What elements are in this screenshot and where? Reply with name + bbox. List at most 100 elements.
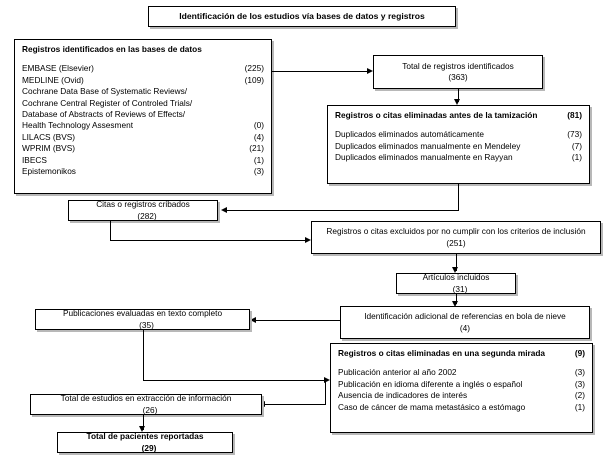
second-look-title-row: Registros o citas eliminadas en una segu… — [338, 348, 585, 359]
connector-secondlook-to-extraction — [265, 404, 325, 405]
arrowhead-articles-to-snowball — [452, 301, 458, 307]
connector-screened-to-excluded — [110, 240, 306, 241]
full-text-assessed-count: (35) — [139, 319, 154, 330]
snowball-label: Identificación adicional de referencias … — [364, 311, 566, 322]
studies-extraction-box: Total de estudios en extracción de infor… — [30, 393, 262, 415]
databases-box-spacer — [22, 55, 264, 63]
database-entry-label: Cochrane Data Base of Systematic Reviews… — [22, 86, 188, 97]
removed-box-title-row: Registros o citas eliminadas antes de la… — [335, 110, 582, 121]
connector-total-to-removed — [458, 89, 459, 102]
connector-snowball-to-fulltext — [256, 320, 340, 321]
removed-before-screening-box: Registros o citas eliminadas antes de la… — [327, 105, 590, 184]
connector-screened-down — [110, 221, 111, 241]
excluded-criteria-count: (251) — [446, 237, 466, 248]
articles-included-label: Artículos incluidos — [422, 272, 490, 283]
total-identified-box: Total de registros identificados (363) — [373, 55, 543, 89]
database-entry-label: LILACS (BVS) — [22, 131, 76, 142]
removed-entry-count: (7) — [571, 140, 582, 151]
excluded-criteria-box: Registros o citas excluidos por no cumpl… — [311, 221, 601, 254]
screened-label: Citas o registros cribados — [96, 199, 190, 210]
arrowhead-secondlook-to-extraction — [259, 401, 265, 407]
removed-entry: Duplicados eliminados manualmente en Ray… — [335, 152, 582, 163]
second-look-entry-count: (2) — [574, 390, 585, 401]
database-entry-count: (3) — [253, 166, 264, 177]
database-entry-count: (109) — [244, 74, 264, 85]
arrowhead-screened-to-excluded — [305, 237, 311, 243]
removed-before-screening-title-count: (81) — [567, 110, 582, 120]
screened-count: (282) — [137, 210, 157, 221]
full-text-assessed-label: Publicaciones evaluadas en texto complet… — [62, 308, 223, 319]
database-entry-count: (21) — [249, 143, 264, 154]
second-look-entry-label: Publicación anterior al año 2002 — [338, 367, 457, 378]
database-entry: WPRIM (BVS) (21) — [22, 143, 264, 154]
removed-entry-count: (1) — [571, 152, 582, 163]
connector-removed-to-screened — [227, 210, 458, 211]
total-patients-label: Total de pacientes reportadas — [86, 431, 204, 442]
second-look-entry-count: (3) — [574, 378, 585, 389]
excluded-criteria-label: Registros o citas excluidos por no cumpl… — [326, 226, 586, 237]
database-entry: EMBASE (Elsevier) (225) — [22, 63, 264, 74]
database-entry-label: Health Technology Assesment — [22, 120, 133, 131]
database-entry-label: MEDLINE (Ovid) — [22, 74, 84, 85]
database-entry: Health Technology Assesment (0) — [22, 120, 264, 131]
connector-fulltext-down — [143, 330, 144, 381]
arrowhead-databases-to-total — [367, 68, 373, 74]
removed-entry-list: Duplicados eliminados automáticamente (7… — [335, 129, 582, 163]
second-look-entry-label: Caso de cáncer de mama metastásico a est… — [338, 401, 526, 412]
second-look-entry-count: (1) — [574, 401, 585, 412]
database-entry: MEDLINE (Ovid) (109) — [22, 75, 264, 86]
connector-databases-to-total — [272, 71, 367, 72]
second-look-entry: Caso de cáncer de mama metastásico a est… — [338, 402, 585, 413]
second-look-removed-box: Registros o citas eliminadas en una segu… — [330, 343, 593, 433]
removed-box-spacer — [335, 121, 582, 129]
arrowhead-removed-to-screened — [221, 207, 227, 213]
second-look-entry: Publicación en idioma diferente a inglés… — [338, 379, 585, 390]
articles-included-box: Artículos incluidos (31) — [396, 272, 516, 294]
database-entry: Database of Abstracts of Reviews of Effe… — [22, 109, 264, 120]
removed-entry-label: Duplicados eliminados automáticamente — [335, 129, 484, 140]
database-entry: Cochrane Central Register of Controled T… — [22, 98, 264, 109]
header-title-label: Identificación de los estudios vía bases… — [179, 10, 425, 21]
removed-entry: Duplicados eliminados manualmente en Men… — [335, 141, 582, 152]
articles-included-count: (31) — [452, 283, 468, 294]
second-look-entry: Publicación anterior al año 2002 (3) — [338, 367, 585, 378]
second-look-spacer — [338, 359, 585, 367]
removed-before-screening-title: Registros o citas eliminadas antes de la… — [335, 110, 538, 120]
database-entry-count: (1) — [253, 154, 264, 165]
database-entry: Cochrane Data Base of Systematic Reviews… — [22, 86, 264, 97]
removed-entry-label: Duplicados eliminados manualmente en Men… — [335, 140, 521, 151]
database-entry-label: WPRIM (BVS) — [22, 143, 76, 154]
removed-entry: Duplicados eliminados automáticamente (7… — [335, 129, 582, 140]
databases-identified-box: Registros identificados en las bases de … — [14, 39, 272, 194]
connector-removed-down — [458, 184, 459, 211]
connector-secondlook-left-down — [325, 380, 326, 405]
snowball-count: (4) — [459, 322, 471, 333]
database-entry: IBECS (1) — [22, 155, 264, 166]
second-look-title-count: (9) — [574, 348, 585, 358]
database-entry-count: (225) — [244, 63, 264, 74]
second-look-entry: Ausencia de indicadores de interés (2) — [338, 390, 585, 401]
screened-box: Citas o registros cribados (282) — [68, 199, 218, 221]
database-entry-label: Database of Abstracts of Reviews of Effe… — [22, 109, 186, 120]
second-look-title: Registros o citas eliminadas en una segu… — [338, 348, 546, 358]
connector-excluded-to-articles — [456, 254, 457, 271]
databases-entry-list: EMBASE (Elsevier) (225) MEDLINE (Ovid) (… — [22, 63, 264, 177]
second-look-entry-label: Ausencia de indicadores de interés — [338, 390, 468, 401]
connector-fulltext-to-secondlook — [143, 380, 325, 381]
removed-entry-count: (73) — [567, 129, 582, 140]
database-entry-label: Cochrane Central Register of Controled T… — [22, 97, 193, 108]
connector-extraction-to-patients — [143, 415, 144, 430]
database-entry-label: Epistemonikos — [22, 166, 76, 177]
second-look-entry-count: (3) — [574, 367, 585, 378]
arrowhead-snowball-to-fulltext — [250, 317, 256, 323]
studies-extraction-count: (26) — [142, 404, 158, 415]
database-entry: Epistemonikos (3) — [22, 166, 264, 177]
database-entry-count: (0) — [253, 120, 264, 131]
second-look-entry-list: Publicación anterior al año 2002 (3) Pub… — [338, 367, 585, 413]
arrowhead-excluded-to-articles — [452, 267, 458, 273]
second-look-entry-label: Publicación en idioma diferente a inglés… — [338, 378, 523, 389]
database-entry-label: IBECS — [22, 154, 47, 165]
arrowhead-total-to-removed — [454, 99, 460, 105]
snowball-identification-box: Identificación adicional de referencias … — [340, 306, 590, 339]
